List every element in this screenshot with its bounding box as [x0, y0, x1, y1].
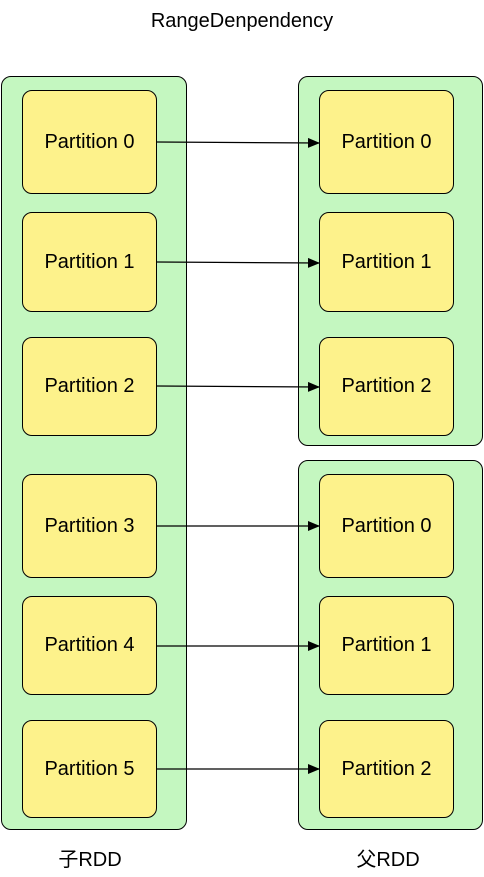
arrow-2 [156, 381, 320, 392]
parent-b-partition-1: Partition 1 [319, 596, 454, 695]
child-partition-4: Partition 4 [22, 596, 157, 695]
child-rdd-container [1, 76, 187, 830]
parent-b-partition-2: Partition 2 [319, 720, 454, 818]
child-partition-0: Partition 0 [22, 90, 157, 194]
arrow-0 [156, 137, 320, 148]
child-rdd-label: 子RDD [58, 849, 122, 871]
parent-rdd-label: 父RDD [356, 849, 420, 871]
parent-b-partition-0: Partition 0 [319, 474, 454, 578]
child-partition-3: Partition 3 [22, 474, 157, 578]
parent-a-partition-1: Partition 1 [319, 212, 454, 312]
parent-a-partition-2: Partition 2 [319, 337, 454, 436]
child-partition-2: Partition 2 [22, 337, 157, 436]
parent-a-partition-0: Partition 0 [319, 90, 454, 194]
child-partition-5: Partition 5 [22, 720, 157, 818]
arrow-1 [156, 257, 320, 268]
child-partition-1: Partition 1 [22, 212, 157, 312]
diagram-title: RangeDenpendency [150, 10, 334, 32]
